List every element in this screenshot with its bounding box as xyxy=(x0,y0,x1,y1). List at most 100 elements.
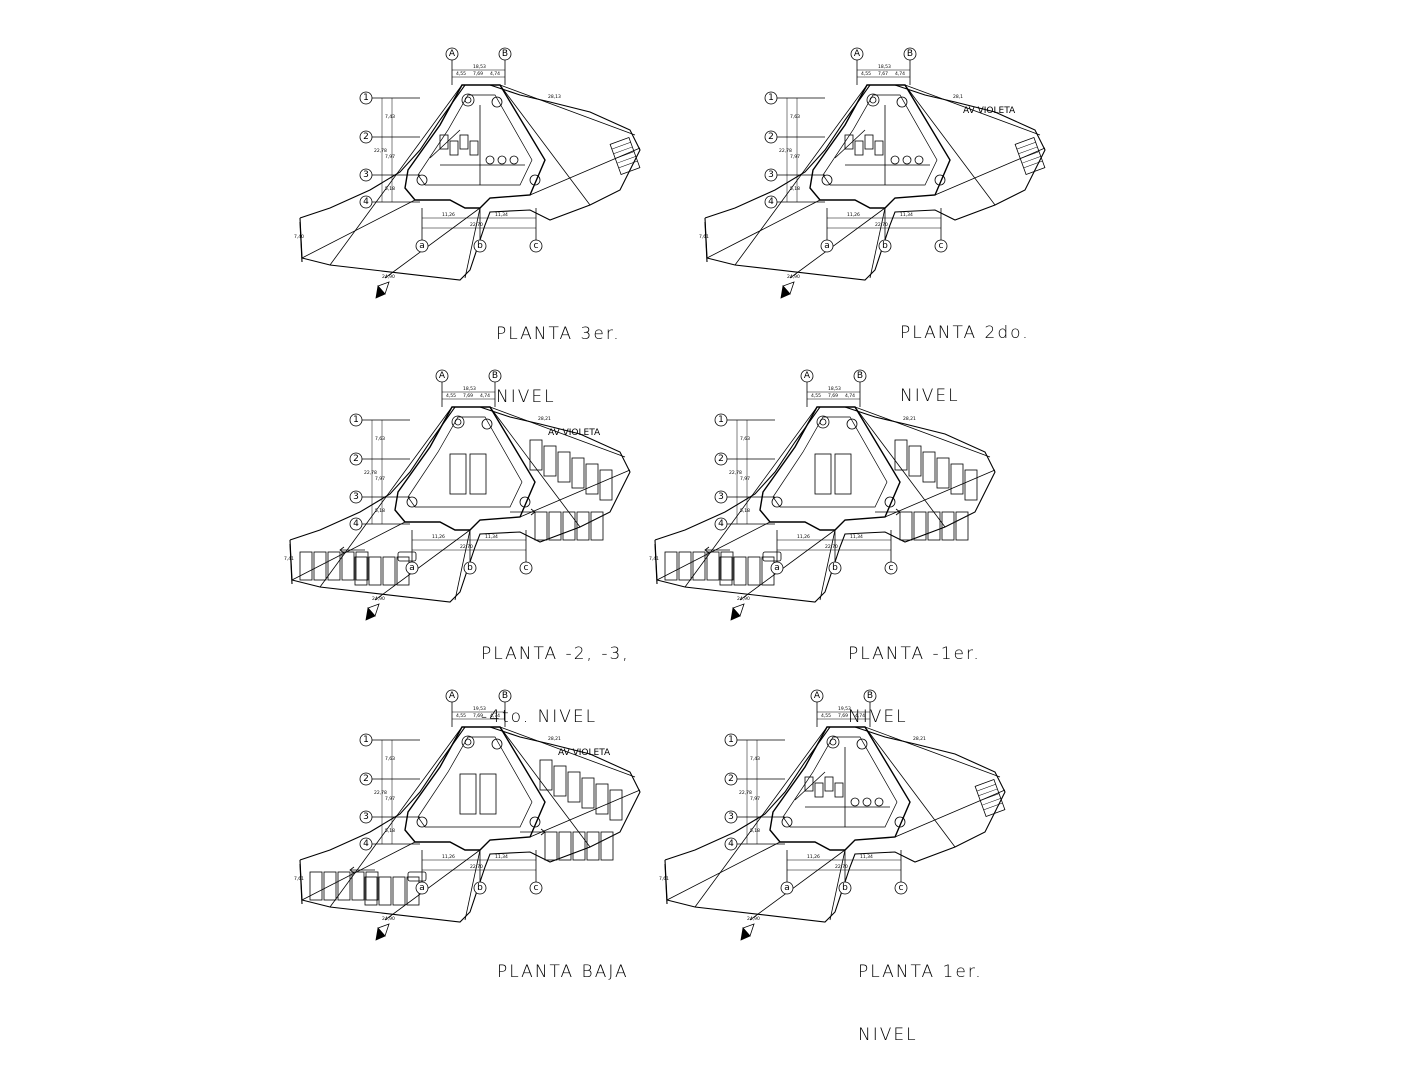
stair-core-inner xyxy=(829,738,837,746)
diag-line xyxy=(519,469,631,518)
axis-bubble xyxy=(415,881,429,895)
office-furniture xyxy=(854,140,864,156)
parking-stall xyxy=(392,876,406,906)
axis-label-a: A xyxy=(814,691,821,701)
dim-sub2: 7,69 xyxy=(473,71,483,77)
parking-stall xyxy=(543,445,557,477)
parking-stall xyxy=(720,551,734,581)
plan-title-1er-nivel: PLANTA 1er. NIVEL xyxy=(858,920,983,1088)
axis-bubble xyxy=(498,47,512,61)
dim-sub1: 4,55 xyxy=(821,713,831,719)
core-circle xyxy=(846,418,858,430)
dim-left3: 7,97 xyxy=(385,154,395,160)
stair-core xyxy=(451,415,465,429)
axis-bubble xyxy=(903,47,917,61)
axis-bubble xyxy=(359,810,373,824)
stair-core xyxy=(816,415,830,429)
parking-stall xyxy=(950,463,964,495)
axis-label-b: B xyxy=(907,49,913,59)
diag-line xyxy=(499,84,591,206)
axis-bubble xyxy=(800,369,814,383)
grid-axes xyxy=(764,47,948,253)
dim-topright: 28,21 xyxy=(913,736,926,742)
stair-tread xyxy=(983,802,1003,811)
axis-bubble xyxy=(770,561,784,575)
partition-wall xyxy=(794,771,826,801)
dim-left3: 7,97 xyxy=(375,476,385,482)
dim-diag: 24,90 xyxy=(382,916,395,922)
grid-axes xyxy=(359,47,543,253)
title-line1: PLANTA BAJA xyxy=(497,962,629,982)
title-line1: PLANTA -2, -3, xyxy=(481,644,630,664)
dim-bot2: 11,34 xyxy=(860,854,873,860)
dimension-lines xyxy=(371,391,526,551)
site-boundary xyxy=(664,726,1006,923)
plan-title-sotano-1er: PLANTA -1er. NIVEL xyxy=(848,602,981,770)
dim-top: 19,53 xyxy=(473,706,486,712)
stair-tread xyxy=(616,156,636,164)
toilet-fixture xyxy=(497,155,507,165)
dimension-lines xyxy=(381,711,536,871)
parking-stall xyxy=(586,831,600,861)
dim-left1: 7,43 xyxy=(750,756,760,762)
site-edge xyxy=(299,863,303,905)
axis-bubble xyxy=(405,561,419,575)
axis-label-bottom: b xyxy=(832,563,838,573)
stair-core xyxy=(866,93,880,107)
title-line2: NIVEL xyxy=(848,707,908,727)
dim-left1: 7,43 xyxy=(385,114,395,120)
core-circle xyxy=(781,816,793,828)
dim-topright: 28,21 xyxy=(548,736,561,742)
dim-left1: 7,63 xyxy=(385,756,395,762)
title-line2: -4to. NIVEL xyxy=(481,707,598,727)
building-footprint xyxy=(809,84,951,209)
plan-title-2do-nivel: PLANTA 2do. NIVEL xyxy=(900,281,1030,449)
parking-stall xyxy=(539,759,553,791)
toilet-fixture xyxy=(485,155,495,165)
dim-top: 18,53 xyxy=(828,386,841,392)
axis-label-a: A xyxy=(449,49,456,59)
plan-title-sotano-2-3-4: PLANTA -2, -3, -4to. NIVEL xyxy=(481,602,630,770)
plan-linework xyxy=(289,406,631,603)
axis-label-row-2: 2 xyxy=(768,132,774,142)
axis-bubble xyxy=(884,561,898,575)
diag-line xyxy=(301,841,416,901)
dim-left2: 22,78 xyxy=(374,148,387,154)
dim-bot1: 11,26 xyxy=(432,534,445,540)
north-arrow xyxy=(730,603,745,621)
north-arrow-outline xyxy=(377,923,390,937)
axis-bubble xyxy=(359,733,373,747)
title-line1: PLANTA 1er. xyxy=(858,962,983,982)
diag-line xyxy=(464,207,481,279)
grid-axes xyxy=(714,369,898,575)
core-circle xyxy=(416,816,428,828)
dim-bot3: 22,70 xyxy=(470,222,483,228)
dim-sub2: 7,69 xyxy=(463,393,473,399)
dimension-lines xyxy=(736,391,891,551)
axis-bubble xyxy=(764,91,778,105)
parking-stall xyxy=(382,556,396,586)
dim-topright: 28,13 xyxy=(548,94,561,100)
axis-label-bottom: c xyxy=(534,241,539,251)
dim-bot3: 22,70 xyxy=(875,222,888,228)
site-boundary xyxy=(299,726,641,923)
dim-diag: 24,90 xyxy=(787,274,800,280)
north-arrow xyxy=(780,281,795,299)
ramp xyxy=(459,773,477,815)
diag-line xyxy=(529,147,641,196)
parking-stall xyxy=(936,457,950,489)
dim-bot2: 11,34 xyxy=(850,534,863,540)
dim-top: 18,53 xyxy=(473,64,486,70)
core-circle xyxy=(934,174,946,186)
core-circle xyxy=(529,816,541,828)
office-furniture xyxy=(824,776,834,792)
axis-bubble xyxy=(714,517,728,531)
axis-label-b: B xyxy=(502,691,508,701)
axis-label-bottom: a xyxy=(824,241,830,251)
axis-bubble xyxy=(519,561,533,575)
plan-title-3er-nivel: PLANTA 3er. NIVEL xyxy=(496,282,621,450)
parking-stall xyxy=(899,511,913,541)
parking-stall xyxy=(609,789,623,821)
core-circle xyxy=(406,496,418,508)
